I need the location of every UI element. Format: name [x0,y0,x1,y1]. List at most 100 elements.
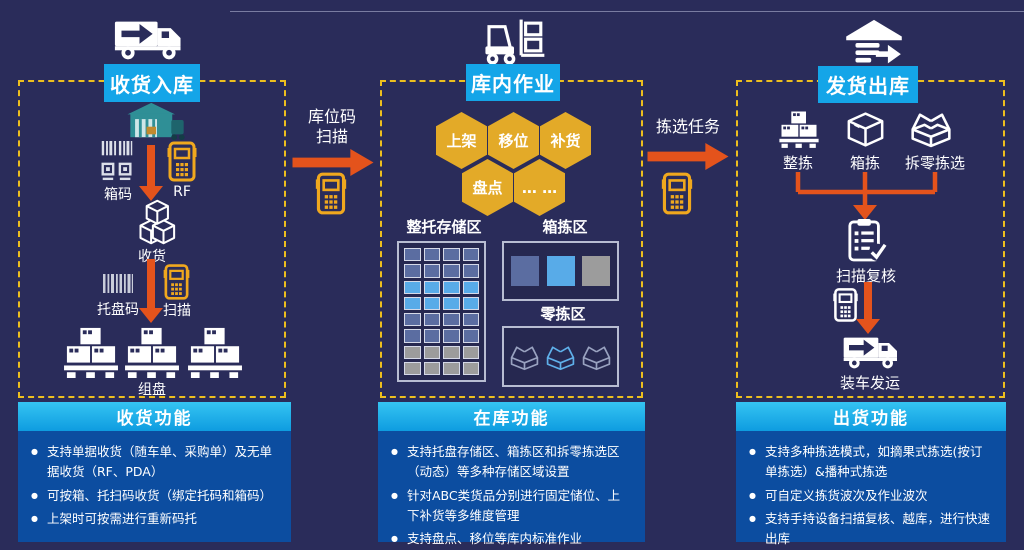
piece-pick-zone [502,326,619,387]
rf-device-icon [661,172,693,215]
case-pick-label: 箱拣 [849,154,881,172]
case-pick-zone [502,241,619,301]
piece-pick-label: 拆零拣选 [904,154,966,172]
storage-cell [443,329,460,343]
rf-device-icon [163,264,190,300]
panel-title: 收货功能 [18,402,291,431]
storage-cell [423,280,440,294]
pallet-storage-grid [399,243,484,380]
open-box-icon [911,113,951,148]
bullet-item: ●支持多种拣选模式，如摘果式拣选(按订单拣选）&播种式拣选 [749,442,993,483]
storage-cell [423,345,440,359]
piece-pick-area [504,328,617,385]
storage-cell [404,296,421,310]
arrow-down-icon [856,282,880,334]
picking-merge-bracket [795,172,938,220]
bullet-list: ●支持多种拣选模式，如摘果式拣选(按订单拣选）&播种式拣选 ●可自定义拣货波次及… [749,442,993,549]
bullet-item: ●支持托盘存储区、箱拣区和拆零拣选区（动态）等多种存储区域设置 [391,442,632,483]
storage-cell [443,248,460,262]
storage-cell [404,313,421,327]
inbound-header: 收货入库 [104,64,200,102]
arrow-right-icon [292,149,374,176]
truck-outbound-icon [843,337,897,369]
warehouse-building-icon [127,102,185,141]
storage-cell [443,296,460,310]
receive-boxes-icon [139,199,176,245]
bullet-dot-icon: ● [31,447,38,456]
transition-1-label-line2: 扫描 [315,127,349,146]
receiving-functions-panel: 收货功能 ●支持单据收货（随车单、采购单）及无单据收货（RF、PDA） ●可按箱… [18,402,291,542]
bullet-dot-icon: ● [391,490,398,500]
arrow-down-icon [139,145,163,201]
bullet-dot-icon: ● [749,447,756,456]
open-box-icon [546,345,575,370]
open-box-icon [510,345,539,370]
storage-cell [404,248,421,262]
hexagon-more: … … [514,159,565,216]
storage-cell [423,248,440,262]
storage-cell [423,264,440,278]
bullet-item: ●可按箱、托扫码收货（绑定托码和箱码） [31,486,278,506]
storage-functions-panel: 在库功能 ●支持托盘存储区、箱拣区和拆零拣选区（动态）等多种存储区域设置 ●针对… [378,402,645,546]
case-pick-cell [511,256,540,286]
bullet-dot-icon: ● [749,490,756,500]
receive-label: 收货 [138,249,166,265]
case-pick-cell [546,256,575,286]
panel-title: 出货功能 [736,402,1006,431]
pallet-boxes-icon [779,111,819,148]
storage-cell [404,361,421,375]
full-pick-label: 整拣 [782,154,814,172]
storage-cell [443,345,460,359]
storage-cell [443,280,460,294]
bullet-item: ●针对ABC类货品分别进行固定储位、上下补货等多维度管理 [391,486,632,527]
pallet-boxes-icon [188,327,242,378]
palletize-label: 组盘 [138,382,166,398]
closed-box-icon [847,112,884,147]
storage-cell [462,280,479,294]
truck-inbound-icon [114,21,181,60]
hexagon-move: 移位 [488,112,539,169]
arrow-down-icon [139,259,163,323]
case-pick-zone-label: 箱拣区 [542,218,588,236]
bullet-dot-icon: ● [391,534,398,543]
storage-cell [423,361,440,375]
clipboard-check-icon [848,219,887,262]
scan-check-label: 扫描复核 [835,267,897,285]
outbound-header: 发货出库 [818,66,918,103]
bullet-list: ●支持单据收货（随车单、采购单）及无单据收货（RF、PDA） ●可按箱、托扫码收… [31,442,278,529]
transition-1-label-line1: 库位码 [307,107,357,126]
storage-cell [404,345,421,359]
storage-cell [404,329,421,343]
storage-cell [443,361,460,375]
panel-title: 在库功能 [378,402,645,431]
storage-cell [423,329,440,343]
storage-cell [462,329,479,343]
pallet-code-label: 托盘码 [97,302,139,318]
rf-label: RF [173,184,191,200]
rf-device-icon [167,141,197,182]
rf-device-icon [315,172,347,215]
arrow-right-icon [647,143,729,170]
piece-pick-zone-label: 零拣区 [540,305,586,323]
barcode-qr-icon [101,141,133,181]
bullet-item: ●支持手持设备扫描复核、越库，进行快速出库 [749,509,993,550]
bullet-list: ●支持托盘存储区、箱拣区和拆零拣选区（动态）等多种存储区域设置 ●针对ABC类货… [391,442,632,549]
hexagon-putaway: 上架 [436,112,487,169]
bullet-item: ●上架时可按需进行重新码托 [31,509,278,529]
pallet-boxes-icon [64,327,118,378]
forklift-icon [485,19,545,65]
bullet-dot-icon: ● [391,447,398,456]
hexagon-replenish: 补货 [540,112,591,169]
bullet-dot-icon: ● [31,513,38,523]
top-divider-line [230,11,1024,12]
bullet-dot-icon: ● [31,490,38,500]
storage-cell [404,280,421,294]
storage-cell [462,248,479,262]
storage-cell [443,313,460,327]
transition-2-label: 拣选任务 [655,117,721,136]
storage-cell [462,345,479,359]
pallet-storage-zone [397,241,486,382]
bullet-item: ●支持盘点、移位等库内标准作业 [391,529,632,549]
storage-cell [462,264,479,278]
